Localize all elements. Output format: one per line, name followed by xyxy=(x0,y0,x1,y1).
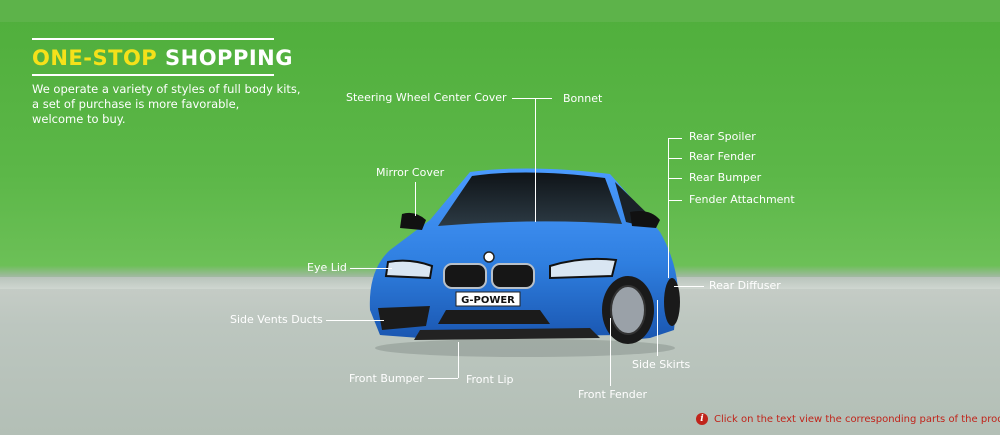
part-label-side-skirts[interactable]: Side Skirts xyxy=(632,358,691,371)
car-image: G-POWER xyxy=(369,168,680,357)
part-label-front-lip[interactable]: Front Lip xyxy=(466,373,514,386)
part-label-rear-fender[interactable]: Rear Fender xyxy=(689,150,756,163)
background-top-strip xyxy=(0,0,1000,22)
car-side-vent xyxy=(378,306,430,330)
header-description: We operate a variety of styles of full b… xyxy=(32,82,301,127)
connector-line xyxy=(428,378,458,379)
connector-line xyxy=(326,320,384,321)
header-rule-bottom xyxy=(32,74,274,76)
connector-line xyxy=(458,342,459,378)
part-label-front-bumper[interactable]: Front Bumper xyxy=(349,372,424,385)
header-title: ONE-STOP SHOPPING xyxy=(32,46,293,70)
connector-line xyxy=(512,98,552,99)
header-rule-top xyxy=(32,38,274,40)
part-label-steering-wheel-center-cover[interactable]: Steering Wheel Center Cover xyxy=(346,91,507,104)
header-title-highlight: ONE-STOP xyxy=(32,46,158,70)
car-grille-left xyxy=(443,263,487,289)
header-title-rest: SHOPPING xyxy=(165,46,293,70)
connector-line xyxy=(610,318,611,386)
part-label-rear-spoiler[interactable]: Rear Spoiler xyxy=(689,130,756,143)
description-line: a set of purchase is more favorable, xyxy=(32,97,240,111)
connector-line xyxy=(668,158,682,159)
car-front-lip xyxy=(414,328,600,340)
info-icon: i xyxy=(696,413,708,425)
car-shadow xyxy=(375,339,675,357)
connector-line xyxy=(668,138,682,139)
connector-line xyxy=(668,138,669,278)
car-mirror-right xyxy=(630,211,660,228)
car-plate xyxy=(455,291,521,307)
car-mirror-left xyxy=(400,212,426,230)
car-rear-wheel xyxy=(664,278,680,326)
car-headlight-right xyxy=(549,257,618,280)
connector-line xyxy=(674,286,704,287)
connector-line xyxy=(657,300,658,356)
car-lower-intake xyxy=(438,310,550,324)
connector-line xyxy=(668,178,682,179)
part-label-rear-bumper[interactable]: Rear Bumper xyxy=(689,171,762,184)
car-plate-text: G-POWER xyxy=(461,295,515,306)
part-label-front-fender[interactable]: Front Fender xyxy=(578,388,648,401)
hint: i Click on the text view the correspondi… xyxy=(696,413,1000,425)
car-grille-right xyxy=(491,263,535,289)
description-line: We operate a variety of styles of full b… xyxy=(32,82,301,96)
part-label-bonnet[interactable]: Bonnet xyxy=(563,92,603,105)
car-headlight-left xyxy=(384,259,434,280)
part-label-mirror-cover[interactable]: Mirror Cover xyxy=(376,166,445,179)
connector-line xyxy=(535,98,536,222)
part-label-rear-diffuser[interactable]: Rear Diffuser xyxy=(709,279,781,292)
part-label-fender-attachment[interactable]: Fender Attachment xyxy=(689,193,795,206)
connector-line xyxy=(350,268,392,269)
connector-line xyxy=(668,200,682,201)
car-badge xyxy=(483,251,495,263)
hint-text: Click on the text view the corresponding… xyxy=(714,413,1000,425)
part-label-eye-lid[interactable]: Eye Lid xyxy=(307,261,347,274)
description-line: welcome to buy. xyxy=(32,112,126,126)
car-windshield xyxy=(438,172,622,226)
car-rim xyxy=(610,285,646,335)
connector-line xyxy=(415,182,416,216)
part-label-side-vents-ducts[interactable]: Side Vents Ducts xyxy=(230,313,323,326)
